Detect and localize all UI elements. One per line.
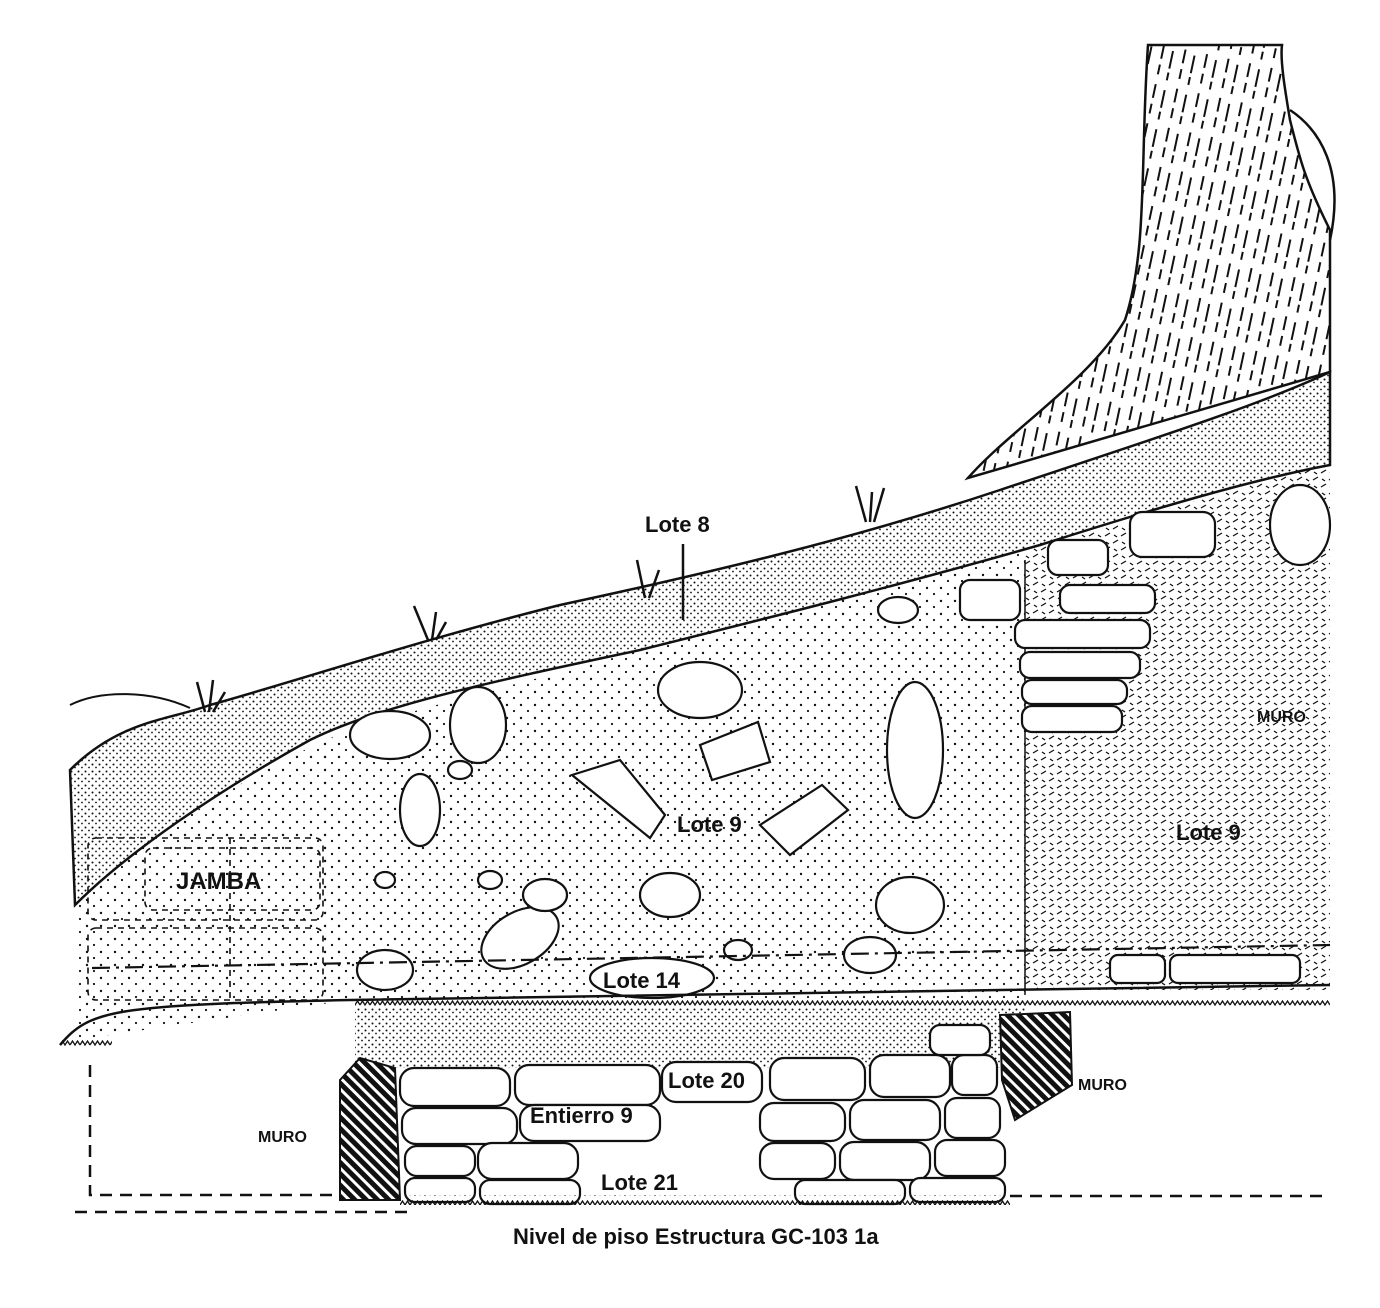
label-jamba: JAMBA (176, 868, 261, 895)
ground-surface-left (69, 693, 191, 709)
muro-left-wall (339, 1056, 402, 1201)
jamba-blocks (87, 837, 324, 1001)
muro-right-wall (998, 1010, 1074, 1122)
label-lote21: Lote 21 (601, 1170, 678, 1195)
tree-trunk (964, 43, 1332, 481)
label-lote9-left: Lote 9 (677, 812, 742, 837)
lote9-fill-left (325, 550, 1025, 1000)
floor-zigzag (355, 996, 1330, 1006)
label-muro-top-right: MURO (1257, 709, 1306, 726)
burial-pit-stones (398, 1023, 1007, 1206)
structure-dashed-left (88, 1065, 340, 1197)
floor-zigzag-left (62, 1038, 112, 1048)
label-entierro: Entierro 9 (530, 1103, 633, 1128)
label-lote20: Lote 20 (668, 1068, 745, 1093)
label-lote8: Lote 8 (645, 512, 710, 537)
floor-level-dashed (75, 1194, 1330, 1214)
label-muro-left: MURO (258, 1129, 307, 1146)
label-muro-right: MURO (1078, 1077, 1127, 1094)
pit-base-zigzag (400, 1195, 1010, 1205)
lote14-boundary (91, 943, 1331, 970)
label-lote9-right: Lote 9 (1176, 820, 1241, 845)
muro-stones-right (958, 483, 1332, 985)
floor-surface (59, 983, 1331, 1046)
lote9-stones (348, 595, 946, 992)
label-lote14: Lote 14 (603, 968, 681, 993)
tree-root-line (1289, 108, 1336, 241)
grass-tufts (195, 485, 886, 713)
topsoil-layer (68, 370, 1332, 908)
figure-caption: Nivel de piso Estructura GC-103 1a (513, 1224, 879, 1249)
